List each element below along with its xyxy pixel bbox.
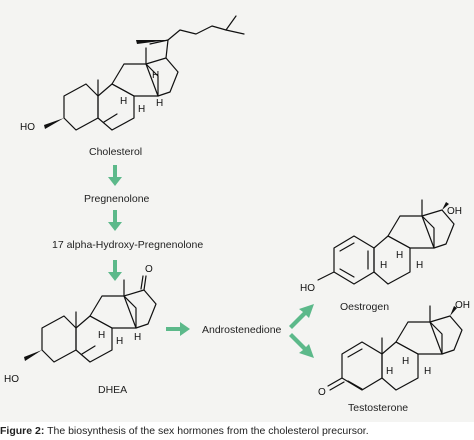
down-arrow-icon [108,165,122,186]
cholesterol-label: Cholesterol [89,146,142,158]
down-arrow-icon [108,210,122,231]
caption-text: The biosynthesis of the sex hormones fro… [44,425,369,437]
oestrogen-ho-label: HO [300,283,315,294]
cholesterol-h-label: H [120,96,127,107]
pathway-diagram: HO H H H H Cholesterol Pregnenolone 17 a… [4,15,470,414]
oestrogen-h-label: H [396,250,403,261]
down-right-arrow-icon [289,333,314,358]
testosterone-h-label: H [386,366,393,377]
testosterone-o-label: O [318,387,326,398]
oestrogen-oh-label: OH [447,206,462,217]
testosterone-label: Testosterone [348,402,408,414]
oestrogen-h-label: H [416,260,423,271]
testosterone-structure: OH O H H H [318,300,470,398]
dhea-o-label: O [145,264,153,275]
oestrogen-structure: OH HO H H H [300,199,462,294]
hydroxy-pregnenolone-label: 17 alpha-Hydroxy-Pregnenolone [52,239,203,251]
right-arrow-icon [166,322,190,336]
testosterone-h-label: H [424,366,431,377]
dhea-h-label: H [98,330,105,341]
oestrogen-h-label: H [380,260,387,271]
dhea-ho-label: HO [4,374,19,385]
dhea-h-label: H [134,332,141,343]
testosterone-h-label: H [402,356,409,367]
testosterone-oh-label: OH [455,300,470,311]
androstenedione-label: Androstenedione [202,324,282,336]
figure-caption: Figure 2: The biosynthesis of the sex ho… [0,424,474,440]
figure-frame: HO H H H H Cholesterol Pregnenolone 17 a… [0,0,474,422]
oestrogen-label: Oestrogen [340,301,389,313]
up-right-arrow-icon [289,304,314,329]
cholesterol-h-label: H [152,70,159,81]
dhea-structure: O HO H H H [4,264,157,385]
dhea-h-label: H [116,336,123,347]
cholesterol-structure: HO H H H H [20,15,245,133]
down-arrow-icon [108,260,122,281]
cholesterol-h-label: H [138,104,145,115]
dhea-label: DHEA [98,384,127,396]
caption-lead: Figure 2: [0,425,45,437]
cholesterol-h-label: H [156,98,163,109]
cholesterol-ho-label: HO [20,122,35,133]
pregnenolone-label: Pregnenolone [84,193,150,205]
